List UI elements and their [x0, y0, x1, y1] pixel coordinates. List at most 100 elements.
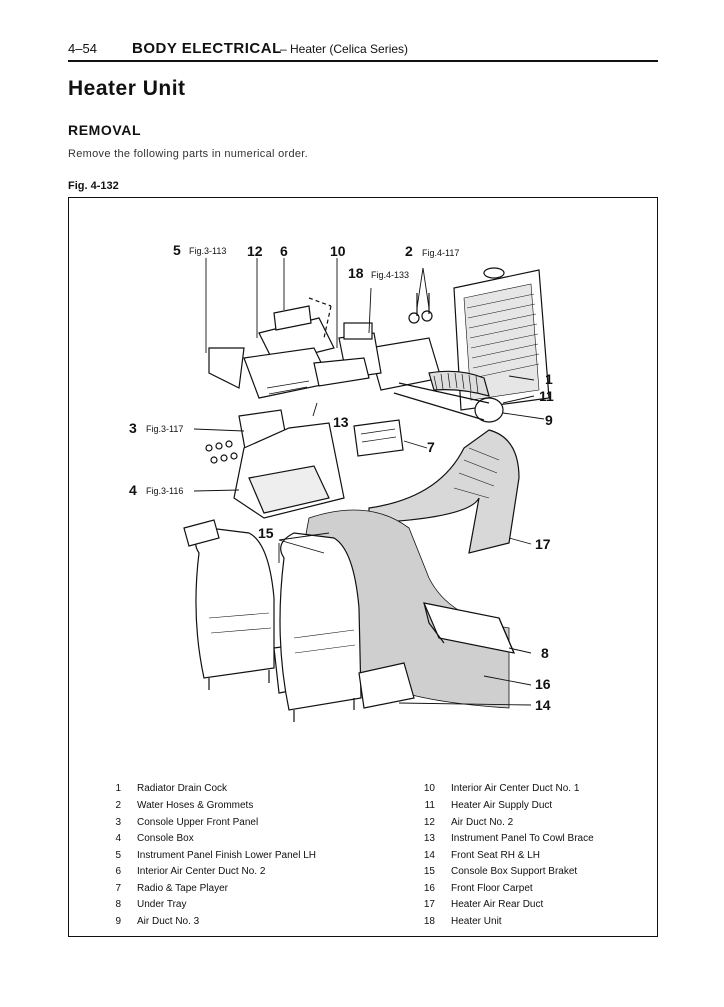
- callout-5-ref: Fig.3-113: [189, 246, 226, 256]
- legend-item: 9 Air Duct No. 3: [99, 916, 199, 927]
- callout-1-number: 1: [545, 371, 553, 387]
- callout-10-number: 10: [330, 243, 346, 259]
- legend-item: 2 Water Hoses & Grommets: [99, 800, 253, 811]
- callout-18-ref: Fig.4-133: [371, 270, 409, 280]
- callout-17-number: 17: [535, 536, 551, 552]
- legend-item-text: Radiator Drain Cock: [137, 783, 228, 794]
- callout-11-number: 11: [539, 388, 554, 404]
- callout-2-number: 2: [405, 243, 413, 259]
- callout-16-number: 16: [535, 676, 551, 692]
- legend-item-number: 2: [115, 800, 121, 811]
- legend-item-text: Interior Air Center Duct No. 1: [451, 783, 580, 794]
- legend-item: 8 Under Tray: [99, 899, 186, 910]
- radio-drawing: [353, 419, 404, 457]
- callout-2-ref: Fig.4-117: [422, 248, 459, 258]
- legend-item: 12 Air Duct No. 2: [413, 817, 513, 828]
- legend-item: 10 Interior Air Center Duct No. 1: [413, 783, 580, 794]
- legend-item: 14 Front Seat RH & LH: [413, 850, 540, 861]
- callout-9-number: 9: [545, 412, 553, 428]
- legend-item-number: 16: [423, 883, 435, 894]
- legend-item-number: 3: [115, 817, 121, 828]
- callout-5-number: 5: [173, 242, 181, 258]
- legend-item-number: 9: [115, 916, 121, 927]
- legend-item-number: 10: [423, 783, 435, 794]
- legend-item-text: Heater Air Rear Duct: [451, 899, 544, 910]
- legend-item-number: 18: [423, 916, 435, 927]
- legend-item-text: Heater Air Supply Duct: [451, 800, 553, 811]
- console-box-drawing: [205, 409, 345, 519]
- figure-frame: 5 Fig.3-113 12 6 10 2 Fig.4-117 18 Fig.4…: [68, 197, 658, 937]
- legend-item-number: 15: [423, 866, 435, 877]
- legend-item-text: Interior Air Center Duct No. 2: [137, 866, 266, 877]
- callout-14-number: 14: [535, 697, 551, 713]
- figure-label: Fig. 4-132: [68, 180, 119, 192]
- section-heading: REMOVAL: [68, 122, 142, 138]
- legend-item-number: 6: [115, 866, 121, 877]
- page-number: 4–54: [68, 41, 97, 56]
- callout-18-number: 18: [348, 265, 364, 281]
- under-tray-drawing: [422, 602, 516, 654]
- legend-item-text: Radio & Tape Player: [137, 883, 228, 894]
- legend-item-text: Air Duct No. 2: [451, 817, 514, 828]
- heater-unit-drawing: [338, 293, 504, 423]
- legend-item: 15 Console Box Support Braket: [413, 866, 577, 877]
- callout-8-number: 8: [541, 645, 549, 661]
- radiator-drawing: [453, 267, 550, 411]
- legend-item: 6 Interior Air Center Duct No. 2: [99, 866, 265, 877]
- legend-item: 16 Front Floor Carpet: [413, 883, 533, 894]
- air-ducts-drawing: [208, 297, 370, 399]
- leader-lines: [193, 258, 545, 706]
- legend-item-text: Water Hoses & Grommets: [137, 800, 254, 811]
- legend-item: 18 Heater Unit: [413, 916, 502, 927]
- section-title: BODY ELECTRICAL: [132, 40, 282, 57]
- legend-item-text: Air Duct No. 3: [137, 916, 200, 927]
- legend-item: 1 Radiator Drain Cock: [99, 783, 227, 794]
- legend-item-number: 7: [115, 883, 121, 894]
- callout-labels: 5 Fig.3-113 12 6 10 2 Fig.4-117 18 Fig.4…: [129, 242, 554, 713]
- rear-duct-drawing: [368, 429, 520, 554]
- callout-4-number: 4: [129, 482, 137, 498]
- legend-item-number: 11: [424, 800, 435, 811]
- legend-item-text: Console Box: [137, 833, 194, 844]
- parts-legend-left: 1 Radiator Drain Cock 2 Water Hoses & Grom…: [99, 783, 379, 933]
- legend-item-text: Front Seat RH & LH: [451, 850, 540, 861]
- legend-item-text: Instrument Panel To Cowl Brace: [451, 833, 594, 844]
- legend-item-number: 4: [115, 833, 121, 844]
- callout-12-number: 12: [247, 243, 263, 259]
- legend-item-number: 1: [115, 783, 121, 794]
- legend-item-number: 5: [115, 850, 121, 861]
- callout-3-ref: Fig.3-117: [146, 424, 183, 434]
- exploded-diagram: 5 Fig.3-113 12 6 10 2 Fig.4-117 18 Fig.4…: [129, 242, 554, 722]
- legend-item: 11 Heater Air Supply Duct: [413, 800, 553, 811]
- legend-item-number: 14: [423, 850, 435, 861]
- legend-item-number: 8: [115, 899, 121, 910]
- legend-item-number: 13: [423, 833, 435, 844]
- legend-item-text: Front Floor Carpet: [451, 883, 533, 894]
- callout-13-number: 13: [333, 414, 349, 430]
- page-title: Heater Unit: [68, 77, 186, 100]
- legend-item: 5 Instrument Panel Finish Lower Panel LH: [99, 850, 316, 861]
- legend-item: 4 Console Box: [99, 833, 194, 844]
- legend-item-text: Console Upper Front Panel: [137, 817, 259, 828]
- callout-3-number: 3: [129, 420, 137, 436]
- legend-item: 13 Instrument Panel To Cowl Brace: [413, 833, 594, 844]
- legend-item-text: Under Tray: [137, 899, 187, 910]
- legend-item: 7 Radio & Tape Player: [99, 883, 228, 894]
- callout-4-ref: Fig.3-116: [146, 486, 183, 496]
- legend-item-text: Heater Unit: [451, 916, 502, 927]
- legend-item: 17 Heater Air Rear Duct: [413, 899, 543, 910]
- header-rule: [68, 60, 658, 62]
- callout-7-number: 7: [427, 439, 435, 455]
- intro-text: Remove the following parts in numerical …: [68, 148, 309, 160]
- legend-item-number: 17: [423, 899, 435, 910]
- section-subtitle: – Heater (Celica Series): [280, 42, 409, 56]
- seats-drawing: [183, 519, 415, 722]
- diagram-artwork: [183, 267, 550, 722]
- callout-15-number: 15: [258, 525, 274, 541]
- legend-item-text: Console Box Support Braket: [451, 866, 578, 877]
- legend-item: 3 Console Upper Front Panel: [99, 817, 258, 828]
- legend-item-number: 12: [423, 817, 435, 828]
- legend-item-text: Instrument Panel Finish Lower Panel LH: [137, 850, 316, 861]
- page-header: 4–54 BODY ELECTRICAL – Heater (Celica Se…: [68, 40, 658, 62]
